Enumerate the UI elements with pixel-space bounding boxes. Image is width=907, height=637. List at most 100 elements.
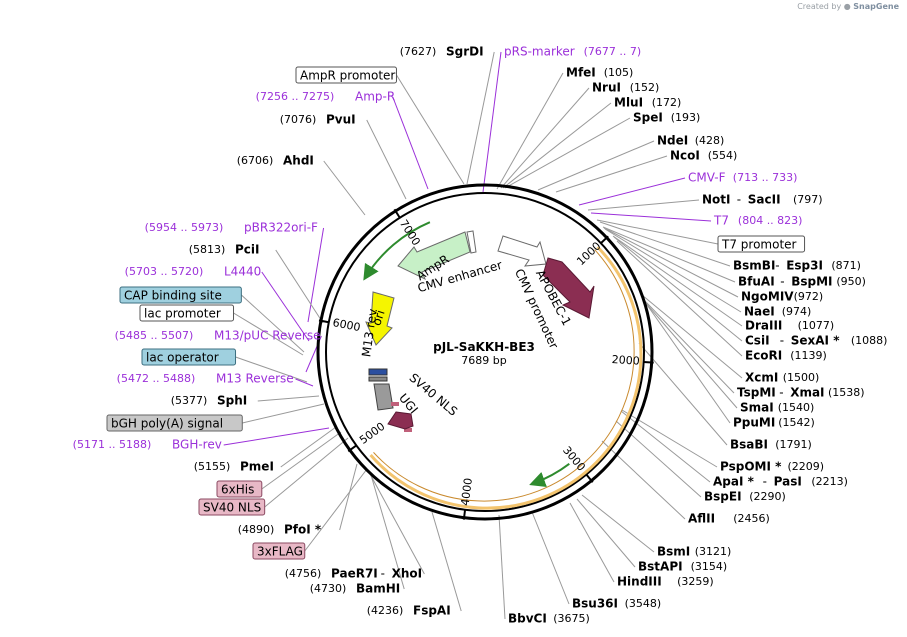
site-label-draiii[interactable]: DraIII(1077) xyxy=(745,319,834,333)
site-label-bsu36i[interactable]: Bsu36I(3548) xyxy=(572,597,661,611)
site-label-bamhi[interactable]: (4730)BamHI xyxy=(310,582,401,596)
feature-box-text: lac promoter xyxy=(144,307,221,321)
site-label-aflii[interactable]: AflII(2456) xyxy=(688,512,770,526)
site-label-mlui[interactable]: MluI(172) xyxy=(614,96,681,110)
leader-line-fspai xyxy=(431,511,462,612)
site-label-hindiii[interactable]: HindIII(3259) xyxy=(617,575,714,589)
site-label-bsmbi-esp3i[interactable]: BsmBI-Esp3I(871) xyxy=(733,259,861,273)
primer-label-amp-r[interactable]: (7256 .. 7275)Amp-R xyxy=(256,90,396,104)
site-label-ecori[interactable]: EcoRI(1139) xyxy=(745,349,827,363)
site-separator: - xyxy=(737,193,741,207)
primer-name: CMV-F xyxy=(688,171,726,185)
site-label-pspomi[interactable]: PspOMI *(2209) xyxy=(720,460,824,474)
leader-line-draiii xyxy=(612,235,743,327)
feature-box-bgh-poly-a-signal[interactable]: bGH poly(A) signal xyxy=(106,414,243,432)
site-label-nrui[interactable]: NruI(152) xyxy=(592,81,659,95)
site-separator: - xyxy=(775,259,779,273)
site-name: MluI xyxy=(614,96,643,110)
site-label-naei[interactable]: NaeI(974) xyxy=(744,305,811,319)
site-label-smai[interactable]: SmaI(1540) xyxy=(740,401,814,415)
site-label-bspei[interactable]: BspEI(2290) xyxy=(704,490,786,504)
site-name: PciI xyxy=(235,243,260,257)
primer-position: (5954 .. 5973) xyxy=(145,221,224,234)
leader-line-bamhi xyxy=(370,474,405,590)
tick-label-3000: 3000 xyxy=(560,444,588,474)
site-label-bsabi[interactable]: BsaBI(1791) xyxy=(730,438,812,452)
primer-label-cmv-f[interactable]: CMV-F(713 .. 733) xyxy=(688,171,797,185)
leader-line-smai xyxy=(643,300,738,409)
site-label-sgrdi[interactable]: (7627)SgrDI xyxy=(400,45,484,59)
site-label-xcmi[interactable]: XcmI(1500) xyxy=(745,371,819,385)
site-position: (7076) xyxy=(280,113,317,126)
feature-box-3xflag[interactable]: 3xFLAG xyxy=(252,542,306,560)
feature-box-text: lac operator xyxy=(146,351,219,365)
primer-label-m13-puc-reverse[interactable]: (5485 .. 5507)M13/pUC Reverse xyxy=(115,329,321,343)
site-position: (4890) xyxy=(238,523,275,536)
site-label-sphi[interactable]: (5377)SphI xyxy=(171,394,248,408)
site-position: (871) xyxy=(831,259,861,272)
leader-line-cmv-f xyxy=(578,177,686,206)
primer-label-l4440[interactable]: (5703 .. 5720)L4440 xyxy=(125,265,262,279)
orange-feature-arc-edge xyxy=(373,249,635,502)
site-name: NruI xyxy=(592,81,621,95)
bgh-region-block xyxy=(373,383,394,411)
leader-line-pcii xyxy=(275,249,324,324)
site-label-bsmi[interactable]: BsmI(3121) xyxy=(657,545,731,559)
site-name: SmaI xyxy=(740,401,774,415)
feature-box-cap-binding-site[interactable]: CAP binding site xyxy=(119,286,242,304)
feature-box-background xyxy=(139,304,235,322)
site-label-spei[interactable]: SpeI(193) xyxy=(633,111,700,125)
site-position: (4236) xyxy=(367,604,404,617)
site-label-ppumi[interactable]: PpuMI(1542) xyxy=(733,416,815,430)
feature-box-ampr-promoter[interactable]: AmpR promoter xyxy=(295,66,397,84)
feature-box-text: AmpR promoter xyxy=(300,69,395,83)
primer-label-bgh-rev[interactable]: (5171 .. 5188)BGH-rev xyxy=(73,438,222,452)
snapgene-credit: Created by ● SnapGene xyxy=(797,2,899,11)
site-label-apai-pasi[interactable]: ApaI *-PasI(2213) xyxy=(713,475,848,489)
site-name: PvuI xyxy=(326,113,356,127)
site-name: NaeI xyxy=(744,305,775,319)
tick-mark-6000 xyxy=(318,319,330,324)
site-name: ApaI * xyxy=(713,475,755,489)
site-label-csii-sexai[interactable]: CsiI-SexAI *(1088) xyxy=(745,334,887,348)
primer-label-pbr322ori-f[interactable]: (5954 .. 5973)pBR322ori-F xyxy=(145,221,318,235)
feature-box-6xhis[interactable]: 6xHis xyxy=(216,480,263,498)
site-label-noti-sacii[interactable]: NotI-SacII(797) xyxy=(702,193,823,207)
feature-box-sv40-nls[interactable]: SV40 NLS xyxy=(198,498,266,516)
leader-line-pvui xyxy=(366,119,407,200)
primer-label-t7[interactable]: T7(804 .. 823) xyxy=(713,214,802,228)
ori-feature-arrow xyxy=(365,291,395,346)
feature-box-t7-promoter[interactable]: T7 promoter xyxy=(717,235,806,253)
site-label-ncoi[interactable]: NcoI(554) xyxy=(670,149,737,163)
site-position: (972) xyxy=(794,290,824,303)
site-name-2: SacII xyxy=(748,193,781,207)
primer-label-prs-marker[interactable]: pRS-marker(7677 .. 7) xyxy=(504,45,641,59)
site-separator: - xyxy=(780,334,784,348)
site-label-bstapi[interactable]: BstAPI(3154) xyxy=(638,560,727,574)
site-name-2: XmaI xyxy=(790,386,824,400)
site-position: (428) xyxy=(695,134,725,147)
feature-box-lac-promoter[interactable]: lac promoter xyxy=(139,304,235,322)
site-label-tspmi-xmai[interactable]: TspMI-XmaI(1538) xyxy=(737,386,865,400)
site-label-mfei[interactable]: MfeI(105) xyxy=(566,66,633,80)
primer-label-m13-reverse[interactable]: (5472 .. 5488)M13 Reverse xyxy=(117,372,294,386)
site-label-ahdi[interactable]: (6706)AhdI xyxy=(237,154,314,168)
leader-line-noti-sacii xyxy=(587,199,700,211)
site-label-bbvci[interactable]: BbvCI(3675) xyxy=(508,612,590,626)
site-label-fspai[interactable]: (4236)FspAI xyxy=(367,604,451,618)
inner-direction-arrow xyxy=(529,463,570,488)
site-label-pfoi[interactable]: (4890)PfoI * xyxy=(238,523,322,537)
site-label-paer7i-xhoi[interactable]: (4756)PaeR7I-XhoI xyxy=(285,567,422,581)
feature-box-lac-operator[interactable]: lac operator xyxy=(141,348,237,366)
leader-line-mfei xyxy=(496,72,564,190)
site-label-pvui[interactable]: (7076) PvuI xyxy=(280,113,356,127)
site-label-ngomiv[interactable]: NgoMIV(972) xyxy=(741,290,823,304)
leader-line-pfoi xyxy=(339,463,358,531)
leader-line-nrui xyxy=(500,87,590,189)
site-label-pcii[interactable]: (5813)PciI xyxy=(189,243,260,257)
site-label-pmei[interactable]: (5155)PmeI xyxy=(194,460,274,474)
feature-box-text: CAP binding site xyxy=(124,289,222,303)
site-label-ndei[interactable]: NdeI(428) xyxy=(657,134,724,148)
credit-prefix: Created by xyxy=(797,2,842,11)
site-label-bfuai-bspmi[interactable]: BfuAI-BspMI(950) xyxy=(738,275,866,289)
